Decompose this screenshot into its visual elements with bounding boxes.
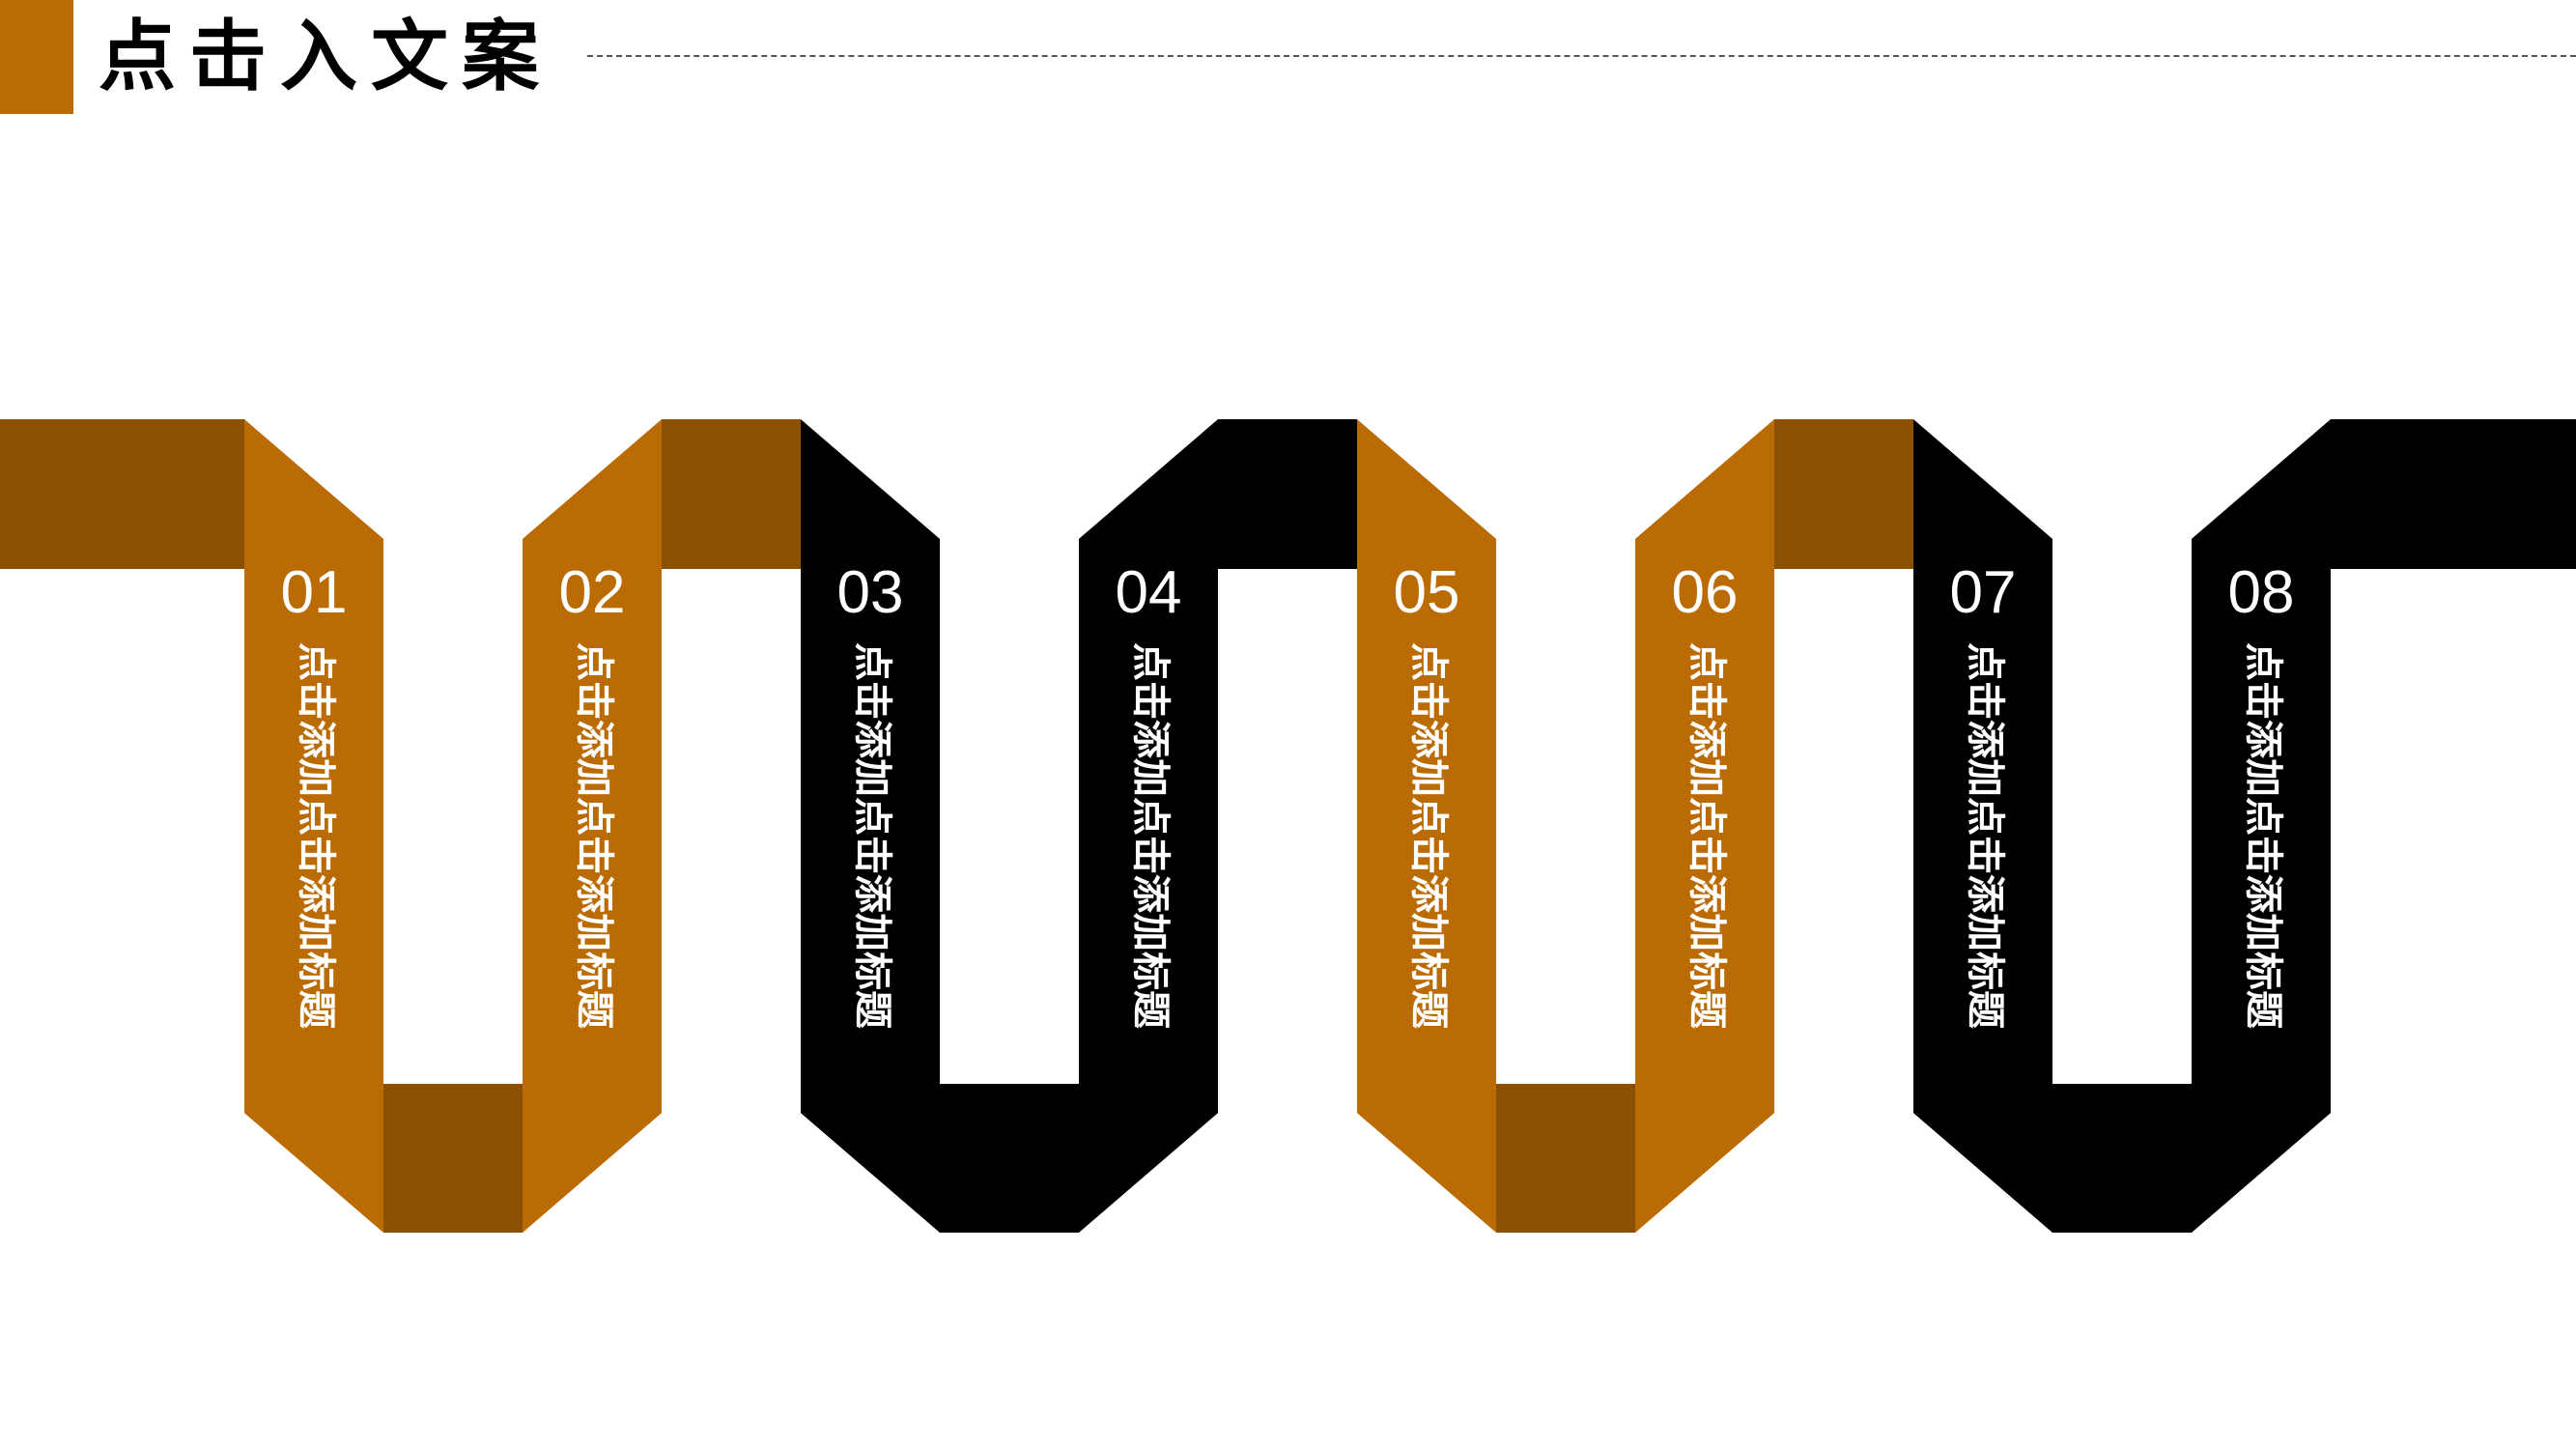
connector-bottom-3 bbox=[940, 1084, 1079, 1233]
step-number-08: 08 bbox=[2228, 559, 2295, 626]
step-label-03: 点击添加点击添加标题 bbox=[850, 642, 894, 1029]
strip-04 bbox=[1079, 419, 1218, 1233]
page-title: 点击入文案 bbox=[99, 12, 552, 101]
step-number-04: 04 bbox=[1116, 559, 1182, 626]
title-accent-bar bbox=[0, 0, 73, 114]
connector-top-lead bbox=[0, 419, 244, 569]
step-label-05: 点击添加点击添加标题 bbox=[1406, 642, 1451, 1029]
strip-01 bbox=[244, 419, 383, 1233]
strip-08 bbox=[2192, 419, 2331, 1233]
title-divider bbox=[587, 55, 2576, 57]
step-label-02: 点击添加点击添加标题 bbox=[572, 642, 616, 1029]
strip-02 bbox=[523, 419, 662, 1233]
strip-07 bbox=[1913, 419, 2052, 1233]
ribbon-connectors bbox=[0, 419, 2576, 1233]
step-label-01: 点击添加点击添加标题 bbox=[294, 642, 338, 1029]
step-label-06: 点击添加点击添加标题 bbox=[1684, 642, 1729, 1029]
step-label-04: 点击添加点击添加标题 bbox=[1128, 642, 1173, 1029]
step-label-07: 点击添加点击添加标题 bbox=[1963, 642, 2007, 1029]
strip-05 bbox=[1357, 419, 1496, 1233]
ribbon-strips bbox=[244, 419, 2331, 1233]
step-number-05: 05 bbox=[1394, 559, 1460, 626]
strip-06 bbox=[1635, 419, 1774, 1233]
step-number-07: 07 bbox=[1950, 559, 2017, 626]
connector-top-4 bbox=[1218, 419, 1357, 569]
step-number-01: 01 bbox=[281, 559, 348, 626]
step-number-06: 06 bbox=[1672, 559, 1739, 626]
strip-03 bbox=[801, 419, 940, 1233]
connector-bottom-5 bbox=[1496, 1084, 1635, 1233]
connector-top-6 bbox=[1774, 419, 1913, 569]
connector-top-2 bbox=[662, 419, 801, 569]
connector-top-tail bbox=[2331, 419, 2576, 569]
connector-bottom-7 bbox=[2052, 1084, 2192, 1233]
step-number-02: 02 bbox=[559, 559, 626, 626]
step-label-08: 点击添加点击添加标题 bbox=[2241, 642, 2285, 1029]
ribbon-labels: 01 点击添加点击添加标题 02 点击添加点击添加标题 03 点击添加点击添加标题 04 点击… bbox=[281, 559, 2295, 1029]
connector-bottom-1 bbox=[383, 1084, 523, 1233]
step-number-03: 03 bbox=[837, 559, 904, 626]
